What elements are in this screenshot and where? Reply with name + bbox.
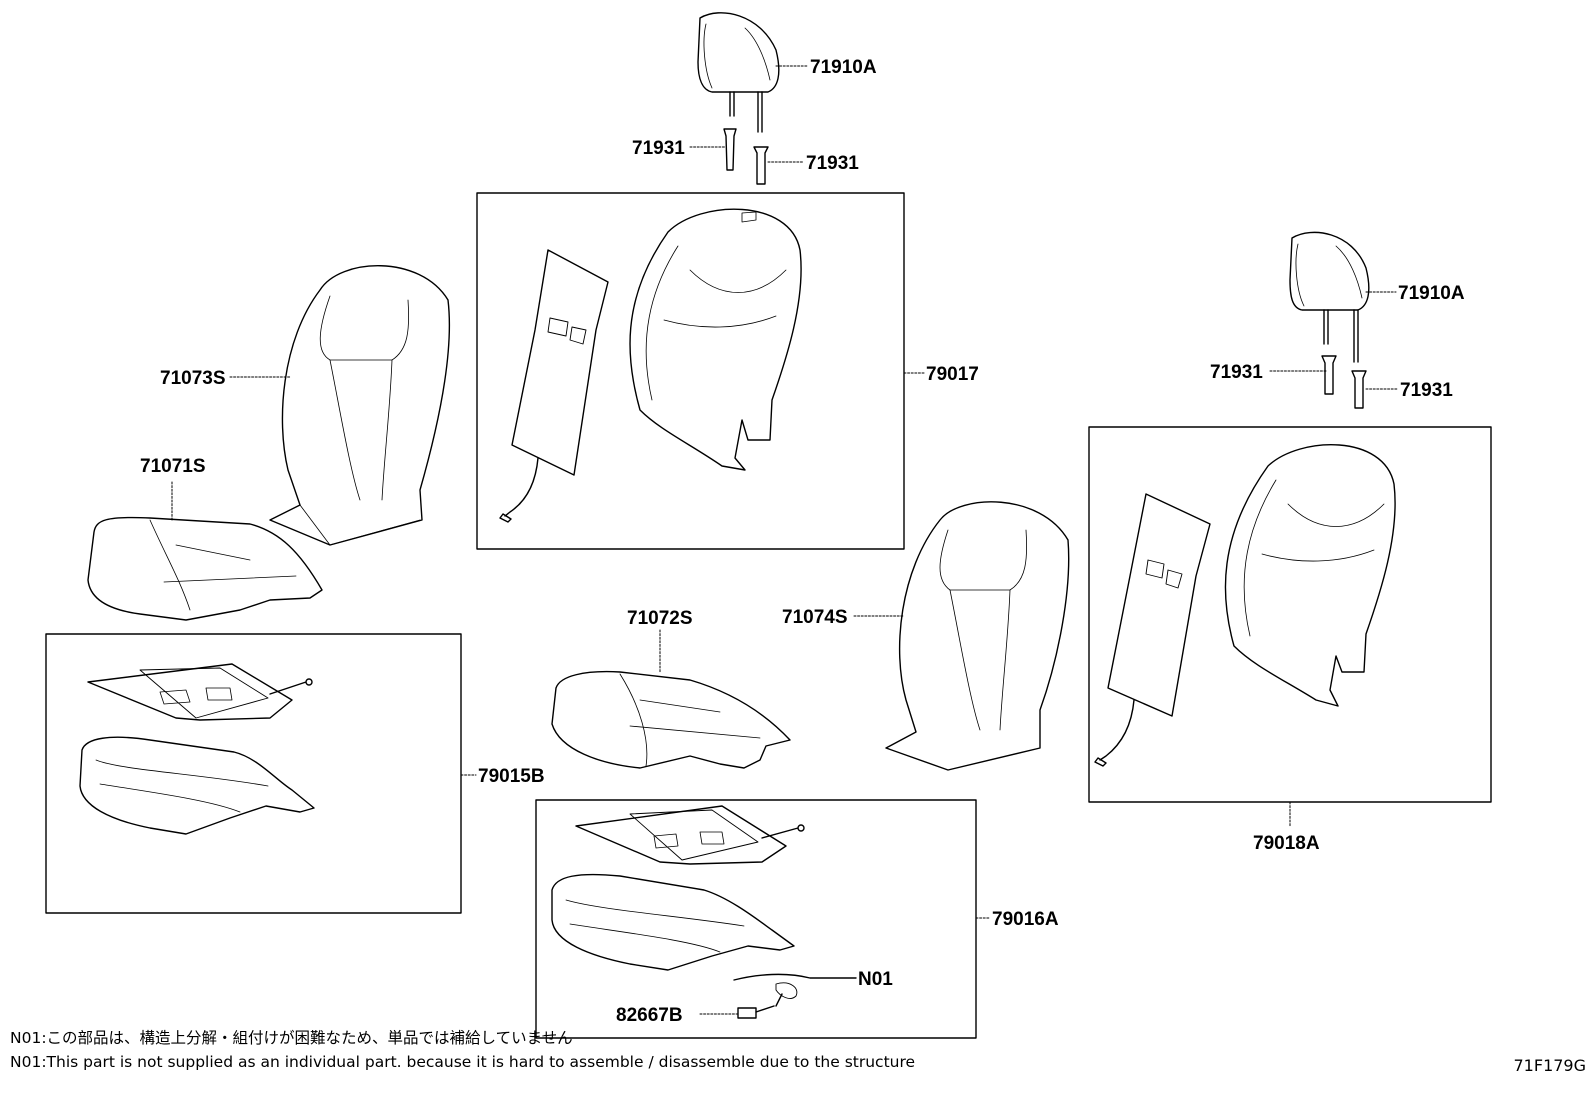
label-71931-right-b: 71931	[1400, 380, 1453, 401]
label-79015b: 79015B	[478, 766, 545, 787]
headrest-guide-right-a	[1321, 355, 1337, 395]
label-71931-left-a: 71931	[632, 138, 685, 159]
headrest-guide-right-b	[1351, 370, 1367, 409]
label-71071s: 71071S	[140, 456, 206, 477]
label-71931-right-a: 71931	[1210, 362, 1263, 383]
headrest-left	[697, 12, 780, 133]
headrest-guide-left-b	[753, 146, 769, 185]
label-71931-left-b: 71931	[806, 153, 859, 174]
cushion-heater-element-left	[87, 663, 313, 721]
seat-back-cover-left	[269, 265, 451, 546]
cushion-heater-pad-left	[79, 736, 315, 835]
back-heater-element-left	[499, 249, 609, 523]
cushion-heater-element-right	[575, 805, 805, 865]
label-79017: 79017	[926, 364, 979, 385]
headrest-guide-left-a	[723, 128, 737, 171]
back-heater-pad-left	[629, 208, 802, 471]
label-71074s: 71074S	[782, 607, 848, 628]
box-back-heater-left	[476, 192, 905, 550]
leader-lines	[171, 65, 1399, 1015]
note-n01-japanese: N01:この部品は、構造上分解・組付けが困難なため、単品では補給していません	[10, 1029, 573, 1047]
headrest-right	[1289, 231, 1370, 363]
label-71910a-right: 71910A	[1398, 283, 1465, 304]
box-cushion-heater-left	[45, 633, 462, 914]
cushion-cover-right	[551, 670, 791, 769]
seat-back-cover-right	[885, 501, 1070, 771]
label-79016a: 79016A	[992, 909, 1059, 930]
label-71073s: 71073S	[160, 368, 226, 389]
box-cushion-heater-right	[535, 799, 977, 1039]
label-71072s: 71072S	[627, 608, 693, 629]
cushion-heater-pad-right	[551, 873, 795, 971]
heater-harness-n01	[733, 973, 857, 1007]
note-n01-english: N01:This part is not supplied as an indi…	[10, 1053, 916, 1071]
label-n01: N01	[858, 969, 893, 990]
label-82667b: 82667B	[616, 1005, 683, 1026]
connector-82667b	[737, 1005, 775, 1019]
back-heater-element-right	[1094, 493, 1211, 767]
drawing-code: 71F179G	[1513, 1056, 1587, 1075]
label-71910a-left: 71910A	[810, 57, 877, 78]
back-heater-pad-right	[1224, 444, 1396, 707]
label-79018a: 79018A	[1253, 833, 1320, 854]
box-back-heater-right	[1088, 426, 1492, 803]
cushion-cover-left	[87, 516, 323, 621]
